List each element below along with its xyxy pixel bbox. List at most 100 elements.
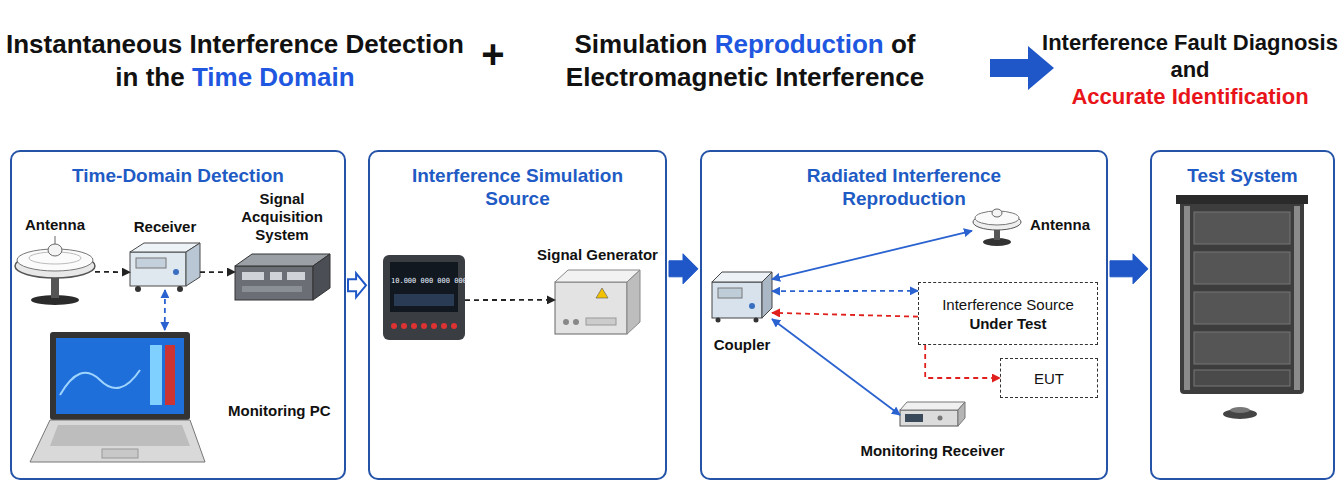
acquisition-icon xyxy=(235,254,330,300)
connector-arrow xyxy=(925,345,1000,378)
acquisition-icon xyxy=(313,254,330,300)
header-phrase: Accurate Identification xyxy=(1040,84,1340,111)
device: Signal Acquisition System xyxy=(235,252,330,302)
monitoring-receiver-icon xyxy=(958,402,965,426)
device-label: Signal Generator xyxy=(525,246,670,264)
header-phrase: Time Domain xyxy=(192,62,355,92)
stage-panel: Radiated Interference ReproductionCouple… xyxy=(700,150,1108,480)
connector-arrow xyxy=(465,299,555,301)
rack-icon xyxy=(1184,206,1190,390)
coupler-icon xyxy=(718,288,742,298)
header-phrase: Interference Fault Diagnosis and xyxy=(1042,30,1338,82)
connector-arrow xyxy=(772,319,900,415)
rack-icon xyxy=(1180,198,1304,394)
device-label: Antenna xyxy=(5,216,105,234)
panel-title: Radiated Interference Reproduction xyxy=(774,164,1034,210)
laptop-icon xyxy=(60,370,140,395)
header-text: + xyxy=(468,30,518,78)
box-text: EUT xyxy=(1034,369,1064,388)
rack-icon xyxy=(1194,292,1290,324)
block-arrow xyxy=(1110,254,1148,284)
connector-arrow xyxy=(772,290,918,292)
stage-panel: Time-Domain DetectionAntenna Receiver Sign… xyxy=(10,150,346,480)
header-phrase: + xyxy=(481,32,504,76)
coupler-icon xyxy=(712,282,762,318)
laptop-icon xyxy=(30,332,205,462)
header-phrase: Reproduction xyxy=(715,29,884,59)
device-label: Signal Acquisition System xyxy=(232,190,332,244)
device: Antenna xyxy=(972,208,1022,246)
laptop-icon xyxy=(50,332,190,420)
monitoring-receiver-icon xyxy=(905,414,923,422)
device: Coupler xyxy=(712,272,772,320)
rack-icon xyxy=(1194,370,1290,386)
device: Antenna xyxy=(15,240,95,305)
dashed-box: EUT xyxy=(1000,358,1098,398)
acquisition-icon xyxy=(242,272,264,280)
receiver-icon xyxy=(130,252,186,286)
tablet-instrument-icon xyxy=(391,323,397,329)
acquisition-icon xyxy=(242,286,302,292)
box-text: Under Test xyxy=(969,314,1046,333)
monitoring-receiver-icon xyxy=(938,416,943,421)
laptop-icon xyxy=(102,449,138,458)
connector-arrow xyxy=(95,271,130,273)
tablet-instrument-icon xyxy=(383,255,465,340)
tablet-instrument-icon xyxy=(411,323,417,329)
laptop-icon xyxy=(30,420,205,462)
signal-generator-icon xyxy=(573,319,579,325)
header-text: Instantaneous Interference Detection in … xyxy=(5,28,465,93)
coupler-icon xyxy=(749,303,755,309)
receiver-icon xyxy=(136,258,166,268)
panel-title: Interference Simulation Source xyxy=(383,164,653,210)
monitoring-receiver-icon xyxy=(900,402,965,426)
coupler-icon xyxy=(762,272,772,318)
laptop-icon xyxy=(165,345,175,405)
antenna-icon xyxy=(992,209,1002,217)
signal-generator-icon xyxy=(555,270,640,334)
instrument-screen: 10.000 000 000 000 xyxy=(383,255,465,340)
tablet-instrument-icon xyxy=(394,294,454,306)
antenna-icon xyxy=(55,236,56,244)
signal-generator-icon xyxy=(555,282,627,334)
rack-icon xyxy=(1294,206,1300,390)
tablet-instrument-icon xyxy=(421,323,427,329)
connector-arrow xyxy=(200,271,235,273)
tablet-instrument-icon xyxy=(401,323,407,329)
stage-panel: Interference Simulation Source 10.000 000… xyxy=(368,150,667,480)
panel-title: Time-Domain Detection xyxy=(28,164,328,187)
device: Receiver xyxy=(130,243,200,290)
connector-arrow xyxy=(772,231,972,279)
tablet-instrument-icon xyxy=(383,255,465,340)
signal-generator-icon xyxy=(596,288,608,298)
block-arrow xyxy=(669,254,698,284)
tablet-instrument-icon xyxy=(441,323,447,329)
antenna-icon xyxy=(973,209,1021,246)
header-text: SimulationReproductionof Electromagnetic… xyxy=(515,28,975,93)
device: Signal Generator xyxy=(555,270,640,335)
receiver-icon xyxy=(135,286,141,292)
connector-arrow xyxy=(772,313,918,317)
receiver-icon xyxy=(186,243,200,286)
tablet-instrument-icon xyxy=(451,323,457,329)
acquisition-icon xyxy=(235,266,313,300)
antenna-icon xyxy=(48,244,62,256)
device-label: Monitoring PC xyxy=(228,402,346,420)
header-text: Interference Fault Diagnosis andAccurate… xyxy=(1040,30,1340,110)
coupler-icon xyxy=(754,318,759,323)
dashed-box: Interference SourceUnder Test xyxy=(918,282,1098,345)
rack-icon xyxy=(1230,407,1250,413)
panel-title: Test System xyxy=(1158,164,1328,187)
rack-icon xyxy=(1176,195,1308,204)
acquisition-icon xyxy=(287,272,305,280)
device: Monitoring Receiver xyxy=(900,402,965,428)
header-phrase: Simulation xyxy=(575,29,708,59)
signal-generator-icon xyxy=(555,270,640,282)
signal-generator-icon xyxy=(627,270,640,334)
rack-icon xyxy=(1194,212,1290,244)
laptop-icon xyxy=(56,338,184,414)
screen-readout: 10.000 000 000 000 xyxy=(391,277,457,286)
laptop-icon xyxy=(50,425,190,446)
signal-generator-icon xyxy=(586,318,616,325)
